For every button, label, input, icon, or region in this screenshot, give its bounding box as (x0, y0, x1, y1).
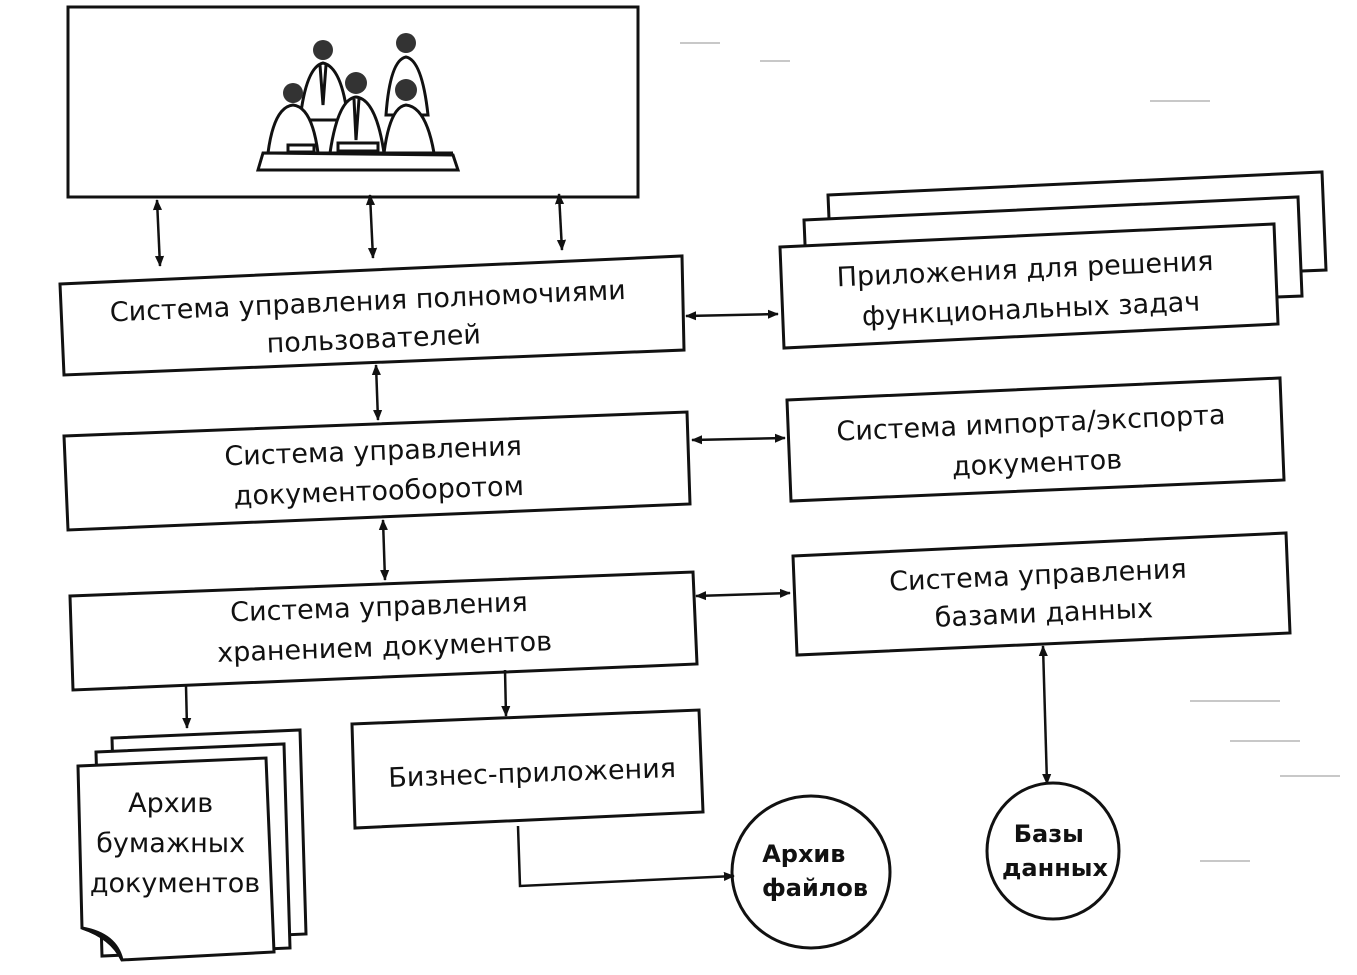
svg-text:Архив бумажных док: Архив бумажных документов (90, 788, 260, 899)
edge-storage-business-apps (501, 669, 511, 717)
paper-archive-label-1: Архив (128, 788, 213, 819)
edge-authority-applications (685, 309, 779, 321)
edge-business-apps-file-archive (516, 825, 735, 888)
authority-system-node: Система управления полномочиями пользова… (58, 254, 686, 377)
file-archive-label-1: Архив (762, 840, 845, 868)
edge-authority-workflow (371, 364, 383, 421)
edge-storage-dbms (695, 588, 791, 601)
file-archive-node: Архив файлов (730, 794, 892, 950)
applications-node: Приложения для решения функциональных за… (778, 170, 1328, 350)
databases-label-1: Базы (1014, 820, 1084, 848)
users-photo-node (66, 5, 640, 199)
edge-photo-authority-1 (152, 199, 165, 267)
import-export-label-2: документов (951, 444, 1122, 482)
databases-node: Базы данных (985, 781, 1121, 921)
paper-archive-node: Архив бумажных документов (76, 728, 308, 962)
edge-dbms-databases (1038, 645, 1052, 785)
people-illustration (255, 33, 461, 172)
file-archive-label-2: файлов (762, 874, 868, 902)
svg-text:Базы данных: Базы данных (1002, 820, 1108, 882)
storage-system-node: Система управления хранением документов (68, 570, 699, 692)
edge-photo-authority-2 (365, 194, 378, 259)
import-export-node: Система импорта/экспорта документов (785, 376, 1286, 503)
edge-workflow-storage (378, 519, 390, 581)
business-apps-node: Бизнес-приложения (350, 708, 705, 830)
edge-workflow-import-export (691, 433, 786, 445)
scan-noise (680, 42, 1340, 862)
edge-storage-paper-archive (182, 685, 192, 729)
workflow-system-node: Система управления документооборотом (62, 410, 692, 532)
paper-archive-label-3: документов (90, 868, 260, 899)
dbms-node: Система управления базами данных (791, 531, 1292, 657)
connectors (152, 193, 1052, 888)
svg-text:Архив файлов: Архив файлов (762, 840, 868, 902)
paper-archive-label-2: бумажных (96, 828, 245, 859)
databases-label-2: данных (1002, 854, 1108, 882)
edge-photo-authority-3 (554, 193, 567, 251)
